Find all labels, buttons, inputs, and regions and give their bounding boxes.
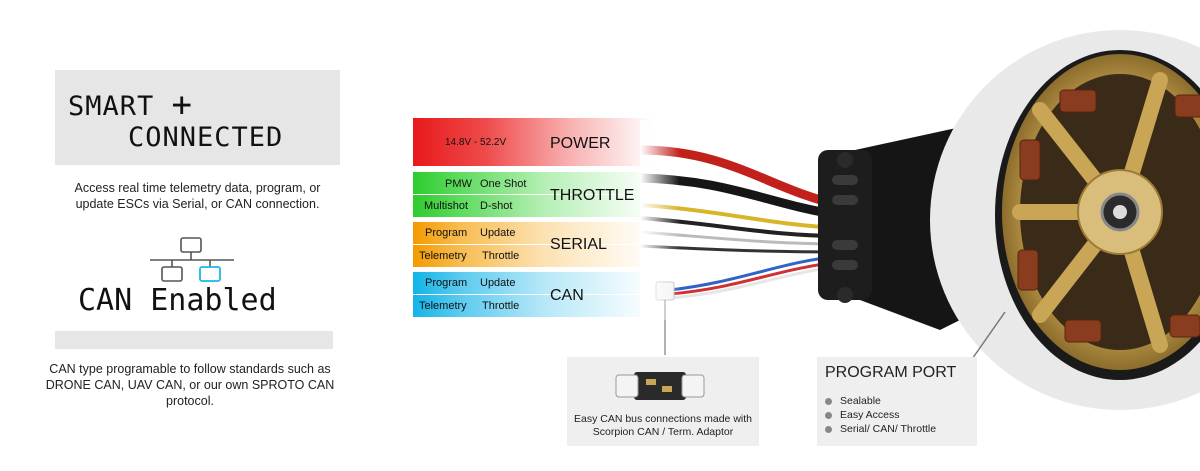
list-item: Easy Access [825,408,936,422]
can-divider-bar [55,331,333,349]
throttle-dshot: D-shot [480,200,513,212]
can-network-icon [150,237,234,282]
throttle-label: THROTTLE [550,187,635,204]
can-band-2 [413,295,653,317]
throttle-pmw: PMW [445,178,472,190]
title-smart: SMART + [68,85,194,125]
serial-telemetry: Telemetry [419,250,467,262]
serial-band-1 [413,222,653,244]
bullet-icon [825,397,832,405]
program-port-list: Sealable Easy Access Serial/ CAN/ Thrott… [825,394,936,436]
smart-connected-panel [55,70,340,165]
motor-photo [640,30,1200,410]
can-throttle: Throttle [482,300,520,312]
power-label: POWER [550,135,611,152]
list-item: Serial/ CAN/ Throttle [825,422,936,436]
throttle-band-2 [413,195,653,217]
serial-throttle: Throttle [482,250,520,262]
program-port-callout [817,357,977,446]
program-port-title: PROGRAM PORT [825,364,957,381]
power-band [413,118,653,166]
power-range: 14.8V - 52.2V [445,137,507,148]
serial-update: Update [480,227,516,239]
bullet-icon [825,425,832,433]
can-adaptor-callout [567,357,759,446]
can-label: CAN [550,287,584,304]
can-telemetry: Telemetry [419,300,467,312]
can-adaptor-image [615,372,705,400]
throttle-band-1 [413,172,653,194]
can-band-1 [413,272,653,294]
can-program: Program [425,277,468,289]
serial-program: Program [425,227,468,239]
title-connected: CONNECTED [128,122,284,153]
can-description: CAN type programable to follow standards… [45,362,335,408]
serial-label: SERIAL [550,236,607,253]
serial-band-2 [413,245,653,267]
smart-description: Access real time telemetry data, program… [74,181,321,211]
throttle-oneshot: One Shot [480,178,527,190]
throttle-multishot: Multishot [424,200,469,212]
can-enabled-title: CAN Enabled [78,283,277,318]
can-update: Update [480,277,516,289]
plus-icon: + [171,85,194,125]
bullet-icon [825,411,832,419]
list-item: Sealable [825,394,936,408]
can-adaptor-text: Easy CAN bus connections made with Scorp… [573,413,752,438]
